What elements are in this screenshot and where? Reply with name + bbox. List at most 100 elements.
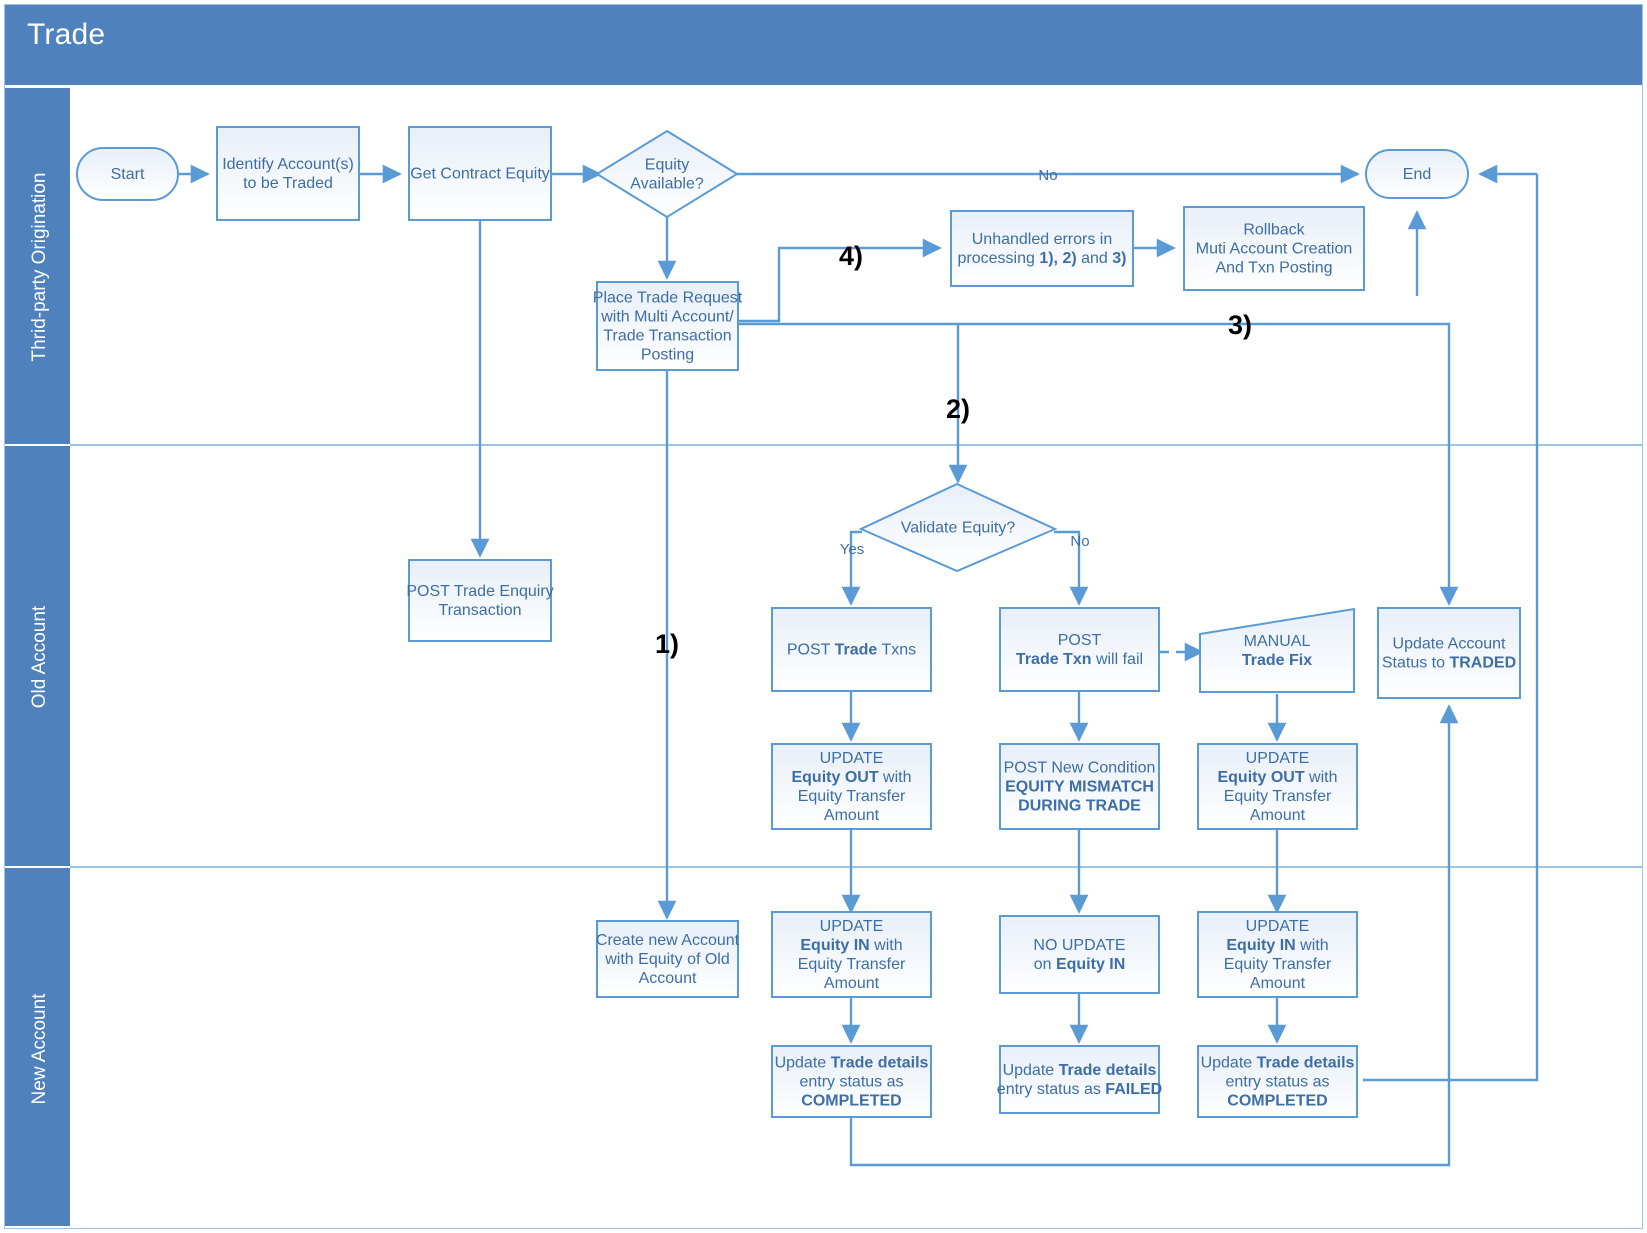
node-label-rollback: Muti Account Creation [1196,241,1353,258]
node-label-unhandled-errors: Unhandled errors in [972,231,1113,248]
node-label-update-equity-out-2: Equity OUT with [1217,769,1337,786]
node-label-place-trade-request: Trade Transaction [603,328,731,345]
node-label-post-new-condition: DURING TRADE [1018,798,1141,815]
node-label-update-equity-in-1: UPDATE [820,918,884,935]
node-update-equity-in-2[interactable] [1197,911,1358,998]
node-rollback[interactable] [1183,206,1365,291]
node-label-update-equity-out-1: UPDATE [820,750,884,767]
node-label-update-trade-failed: entry status as FAILED [997,1081,1162,1098]
node-label-manual-trade-fix: Trade Fix [1242,652,1312,669]
node-update-equity-in-1[interactable] [771,911,932,998]
node-label-update-trade-completed-2: Update Trade details [1201,1055,1355,1072]
node-label-update-trade-completed-1: entry status as [799,1074,903,1091]
node-post-new-condition[interactable] [999,743,1160,830]
edge-validate-yes [841,530,862,606]
edge-label-validate-no: No [1070,533,1089,550]
node-label-get-contract-equity: Get Contract Equity [410,166,550,183]
annotation-4: 4) [839,241,863,271]
node-label-update-equity-in-1: Equity IN with [800,937,902,954]
node-label-rollback: Rollback [1243,222,1305,239]
node-label-post-trade-enquiry: POST Trade Enquiry [406,583,553,600]
lane-header-new-account: New Account [5,868,70,1226]
edge-completed1-to-update-status [849,704,1459,1167]
node-label-update-equity-out-1: Equity Transfer [798,788,906,805]
node-label-update-equity-out-2: Equity Transfer [1224,788,1332,805]
node-update-trade-completed-2[interactable] [1197,1045,1358,1118]
node-label-validate-equity: Validate Equity? [901,520,1016,537]
edge-3-to-update-status [738,322,1459,606]
node-label-post-trade-txn-fail: POST [1058,632,1102,649]
diagram-title-bar: Trade [5,5,1642,63]
node-post-trade-txns[interactable] [771,607,932,692]
edge-label-validate-yes: Yes [840,541,864,558]
node-label-post-new-condition: EQUITY MISMATCH [1005,779,1154,796]
annotation-3: 3) [1228,310,1252,340]
diagram-frame [4,4,1643,1229]
node-label-post-trade-txn-fail: Trade Txn will fail [1016,651,1143,668]
edge-label-no-equity: No [1038,167,1057,184]
node-label-place-trade-request: Posting [641,347,694,364]
node-label-rollback: And Txn Posting [1215,260,1332,277]
node-post-trade-txn-fail[interactable] [999,607,1160,692]
node-label-update-equity-in-2: Amount [1250,975,1306,992]
node-label-identify-accounts: to be Traded [243,175,333,192]
node-update-trade-failed[interactable] [999,1045,1160,1114]
node-label-update-equity-out-2: UPDATE [1246,750,1310,767]
node-label-post-trade-enquiry: Transaction [439,602,522,619]
node-no-update-equity-in[interactable] [999,915,1160,994]
lane-header-third-party: Thrid-party Origination [5,88,70,444]
node-label-start: Start [111,166,145,183]
node-label-no-update-equity-in: on Equity IN [1034,956,1126,973]
node-label-update-equity-in-2: UPDATE [1246,918,1310,935]
node-post-trade-enquiry[interactable] [408,559,552,642]
annotation-1: 1) [655,629,679,659]
node-create-new-account[interactable] [596,920,739,998]
node-label-update-equity-in-2: Equity IN with [1226,937,1328,954]
node-label-create-new-account: Create new Account [596,932,740,949]
node-unhandled-errors[interactable] [950,210,1134,287]
lane-divider-1 [70,444,1642,446]
node-update-account-status[interactable] [1377,607,1521,699]
node-label-identify-accounts: Identify Account(s) [222,156,354,173]
node-start[interactable] [76,147,179,201]
node-equity-available[interactable] [595,129,739,219]
lane-header-old-account: Old Account [5,446,70,866]
edge-4-to-unhandled [738,238,942,323]
annotation-2: 2) [946,394,970,424]
node-validate-equity[interactable] [858,482,1058,573]
node-label-update-account-status: Update Account [1393,636,1507,653]
page-title: Trade [27,18,106,51]
node-label-update-trade-completed-1: COMPLETED [801,1093,901,1110]
node-label-end: End [1403,166,1431,183]
node-label-update-equity-in-2: Equity Transfer [1224,956,1332,973]
node-label-create-new-account: Account [639,970,697,987]
node-label-no-update-equity-in: NO UPDATE [1033,937,1125,954]
node-label-post-new-condition: POST New Condition [1004,760,1156,777]
node-label-update-trade-completed-2: entry status as [1225,1074,1329,1091]
node-manual-trade-fix[interactable] [1199,607,1355,693]
node-label-manual-trade-fix: MANUAL [1244,633,1311,650]
node-get-contract-equity[interactable] [408,126,552,221]
node-identify-accounts[interactable] [216,126,360,221]
node-label-update-trade-failed: Update Trade details [1003,1062,1157,1079]
node-label-place-trade-request: Place Trade Request [593,290,743,307]
node-label-update-equity-in-1: Amount [824,975,880,992]
node-label-equity-available: Equity [645,157,689,174]
node-label-update-trade-completed-2: COMPLETED [1227,1093,1327,1110]
node-label-update-trade-completed-1: Update Trade details [775,1055,929,1072]
node-label-update-equity-out-2: Amount [1250,807,1306,824]
node-label-create-new-account: with Equity of Old [604,951,730,968]
node-update-trade-completed-1[interactable] [771,1045,932,1118]
edge-validate-no [1054,530,1089,606]
node-label-place-trade-request: with Multi Account/ [600,309,734,326]
lane-divider-2 [70,866,1642,868]
node-place-trade-request[interactable] [596,281,739,371]
node-label-update-equity-out-1: Amount [824,807,880,824]
node-update-equity-out-2[interactable] [1197,743,1358,830]
node-end[interactable] [1365,149,1469,199]
node-label-post-trade-txns: POST Trade Txns [787,642,916,659]
node-update-equity-out-1[interactable] [771,743,932,830]
edge-right-rail [1449,174,1539,1082]
